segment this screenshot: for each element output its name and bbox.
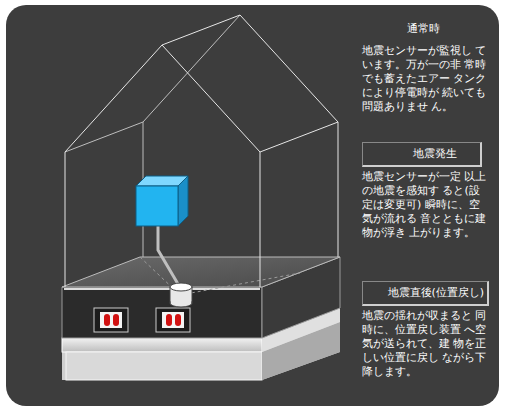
air-tank [136,176,188,226]
air-pipe [158,218,178,284]
return-device-part [100,312,122,328]
status-button: 地震発生 [362,142,482,167]
return-device-part [166,314,172,326]
status-button: 地震直後(位置戻し) [362,281,489,306]
foundation-part [66,352,262,380]
return-device-part [94,308,128,332]
house-wireframe-part [65,45,260,287]
return-device-part [104,314,110,326]
button-label: 地震発生 [413,147,457,161]
description-text: 地震センサーが一定 以上の地震を感知す ると(設定は変更可) 瞬時に、空気が流れ… [362,170,488,240]
return-device-part [113,314,119,326]
house-wireframe-part [143,15,240,122]
floating-slab-part [62,257,340,287]
air-tank-part [136,186,178,226]
cylinder [170,283,192,307]
description-text: 地震の揺れが収まると 同時に、位置戻し装置 へ空気が送られて、建 物を正しい位置… [362,309,488,379]
button-label: 地震直後(位置戻し) [388,286,485,300]
return-device-part [175,314,181,326]
return-device-part [162,312,184,328]
return-device [156,308,190,332]
foundation-part [62,338,262,352]
return-device-part [156,308,190,332]
section-heading: 通常時 [362,22,484,36]
floating-slab-part [64,288,260,290]
floating-slab [62,257,340,338]
floating-slab-part [180,273,300,295]
house-wireframe-part [260,122,338,152]
house-wireframe-part [338,122,339,257]
air-tank-part [178,176,188,226]
cylinder-part [170,283,192,291]
description-text: 地震センサーが監視し ています。万が一の非 常時でも蓄えたエアー タンクにより停… [362,44,488,114]
panel-background [6,5,499,406]
floating-slab-part [62,287,262,338]
return-device [94,308,128,332]
house-wireframe-part [162,15,240,45]
house-wireframe [65,15,338,287]
house-wireframe-part [240,15,338,122]
house-wireframe-part [65,122,143,152]
